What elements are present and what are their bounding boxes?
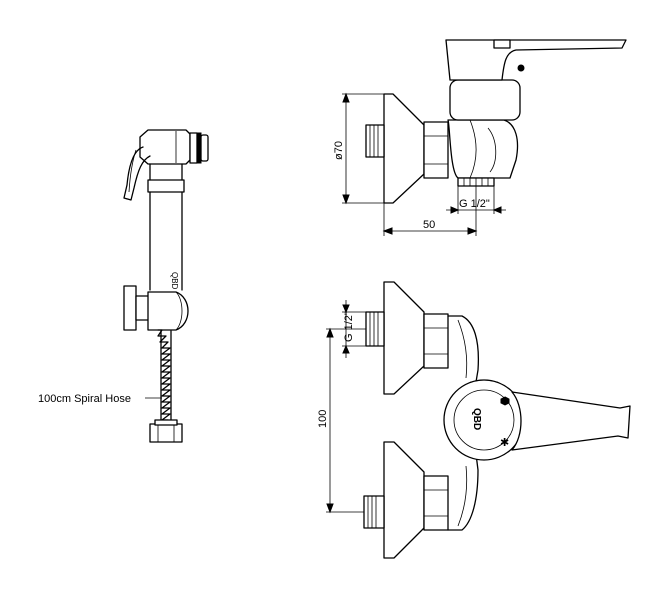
thread-bottom-label: G 1/2" bbox=[343, 311, 355, 342]
spray-handle bbox=[149, 191, 183, 291]
hand-spray-drawing: QBD 100cm Spiral Hose bbox=[38, 129, 209, 443]
front-valve-body bbox=[447, 315, 480, 531]
front-lower-flange bbox=[383, 441, 425, 559]
side-view-drawing: ø70 50 G 1/2" bbox=[333, 39, 627, 236]
side-hex-nut bbox=[423, 121, 449, 179]
svg-text:QBD: QBD bbox=[170, 272, 179, 290]
depth-label: 50 bbox=[423, 219, 435, 231]
spray-nozzle-tip bbox=[200, 134, 209, 162]
hose-nut bbox=[149, 423, 183, 443]
spray-head bbox=[139, 129, 191, 165]
side-lever bbox=[445, 39, 627, 81]
cold-marker: ✱ bbox=[500, 437, 509, 449]
front-lower-thread bbox=[363, 495, 385, 529]
front-lower-nut bbox=[423, 475, 449, 531]
front-view-drawing: ✱ QBD G 1/2" 100 bbox=[317, 281, 631, 559]
front-lever bbox=[511, 391, 631, 451]
hot-marker bbox=[500, 396, 510, 406]
diameter-label: ø70 bbox=[333, 141, 345, 160]
side-valve-body bbox=[447, 119, 519, 179]
spray-nozzle-ring bbox=[189, 132, 198, 164]
front-upper-flange bbox=[383, 281, 425, 395]
side-valve-cartridge bbox=[449, 79, 521, 121]
holder-wall-plate bbox=[123, 285, 137, 331]
spiral-hose-label: 100cm Spiral Hose bbox=[38, 393, 131, 405]
spiral-hose bbox=[157, 329, 171, 421]
front-upper-thread bbox=[365, 311, 385, 347]
side-inlet-thread bbox=[365, 124, 385, 158]
spray-trigger bbox=[123, 146, 151, 201]
brand-logo: QBD bbox=[471, 408, 482, 430]
thread-top-label: G 1/2" bbox=[459, 198, 490, 210]
spray-neck bbox=[147, 179, 185, 193]
side-wall-flange bbox=[383, 93, 425, 204]
center-distance-label: 100 bbox=[317, 410, 329, 428]
front-upper-nut bbox=[423, 313, 449, 369]
